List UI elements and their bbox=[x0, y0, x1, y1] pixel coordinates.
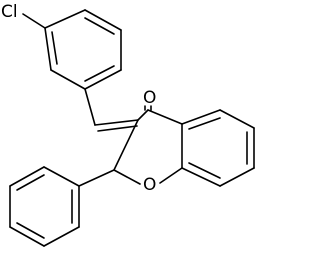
aromatic-inner-bond bbox=[188, 117, 221, 130]
bond bbox=[44, 27, 52, 71]
ring-oxygen-label: O bbox=[143, 175, 156, 195]
bond bbox=[9, 166, 45, 187]
chlorophenyl-ring bbox=[44, 9, 122, 90]
chemical-structure-canvas: Cl O O bbox=[1, 2, 255, 247]
aryl-vinyl-bond bbox=[84, 88, 96, 126]
bond bbox=[9, 226, 45, 247]
aromatic-inner-bond bbox=[188, 162, 221, 179]
bond bbox=[50, 69, 86, 90]
bond bbox=[113, 169, 141, 185]
phenyl-ring bbox=[9, 166, 80, 247]
pyranone-ring bbox=[113, 109, 183, 185]
fused-benzene-ring bbox=[181, 109, 255, 187]
aromatic-inner-bond bbox=[84, 65, 115, 82]
aromatic-inner-bond bbox=[51, 31, 58, 65]
carbonyl-oxygen-label: O bbox=[143, 88, 156, 108]
bond bbox=[219, 167, 255, 187]
bond bbox=[113, 119, 139, 171]
bond bbox=[181, 109, 221, 125]
aromatic-inner-bond bbox=[16, 222, 45, 239]
bond bbox=[219, 109, 255, 129]
chlorine-label: Cl bbox=[1, 2, 18, 22]
bond bbox=[159, 167, 183, 184]
bond bbox=[137, 109, 149, 121]
c-phenyl-bond bbox=[78, 169, 115, 187]
molecule-diagram: Cl O O bbox=[1, 2, 255, 247]
exocyclic-double-bond-inner bbox=[97, 125, 138, 132]
bond bbox=[43, 226, 80, 247]
aromatic-inner-bond bbox=[84, 17, 115, 35]
exocyclic-double-bond-outer bbox=[94, 119, 139, 126]
c-cl-bond bbox=[22, 13, 46, 29]
bond bbox=[84, 9, 122, 31]
bond bbox=[44, 9, 86, 29]
bond bbox=[43, 166, 80, 187]
bond bbox=[147, 109, 183, 125]
aromatic-inner-bond bbox=[16, 174, 45, 191]
bond bbox=[84, 69, 122, 90]
bond bbox=[181, 167, 221, 187]
